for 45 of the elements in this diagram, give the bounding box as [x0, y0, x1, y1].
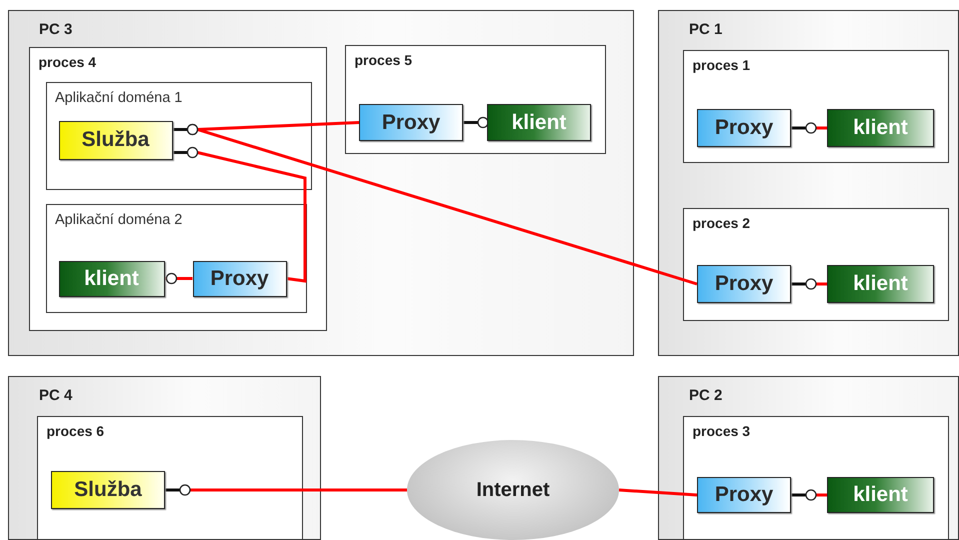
process-box [682, 50, 948, 162]
heading-label: proces 1 [692, 56, 750, 72]
interface-connector [790, 488, 827, 502]
heading-label: proces 2 [692, 214, 750, 230]
network-cloud: Internet [407, 440, 619, 540]
client-box: klient [827, 477, 934, 513]
service-box: Služba [58, 120, 172, 160]
computer-box [8, 10, 634, 356]
domain-box [46, 82, 312, 190]
interface-connector [164, 272, 192, 284]
client-box: klient [487, 104, 591, 141]
process-box [682, 416, 948, 540]
heading-label: PC 2 [689, 387, 722, 404]
client-box: klient [827, 109, 934, 147]
process-box [682, 208, 948, 320]
heading-label: Aplikační doména 2 [55, 212, 182, 228]
interface-connector [171, 146, 306, 283]
client-box: klient [827, 265, 934, 303]
proxy-box: Proxy [697, 477, 791, 513]
proxy-box: Proxy [359, 104, 463, 141]
heading-label: PC 4 [39, 387, 72, 404]
heading-label: PC 3 [39, 21, 72, 38]
process-box [344, 44, 606, 154]
computer-box [658, 376, 959, 540]
process-box [36, 416, 302, 540]
computer-box [8, 376, 321, 540]
client-box: klient [58, 260, 164, 296]
heading-label: proces 3 [692, 422, 750, 438]
heading-label: Aplikační doména 1 [55, 90, 182, 106]
heading-label: proces 6 [46, 422, 104, 438]
interface-connector [790, 278, 827, 290]
proxy-box: Proxy [192, 260, 286, 296]
computer-box [658, 10, 959, 356]
interface-connector [462, 116, 490, 129]
service-box: Služba [51, 471, 165, 509]
interface-connector [164, 484, 407, 496]
proxy-box: Proxy [697, 265, 791, 303]
connector-line [618, 488, 698, 496]
process-box [28, 46, 326, 330]
interface-connector [790, 122, 827, 134]
heading-label: PC 1 [689, 21, 722, 38]
domain-box [46, 204, 307, 313]
proxy-box: Proxy [697, 109, 791, 147]
heading-label: proces 5 [354, 52, 412, 68]
heading-label: proces 4 [38, 54, 96, 70]
